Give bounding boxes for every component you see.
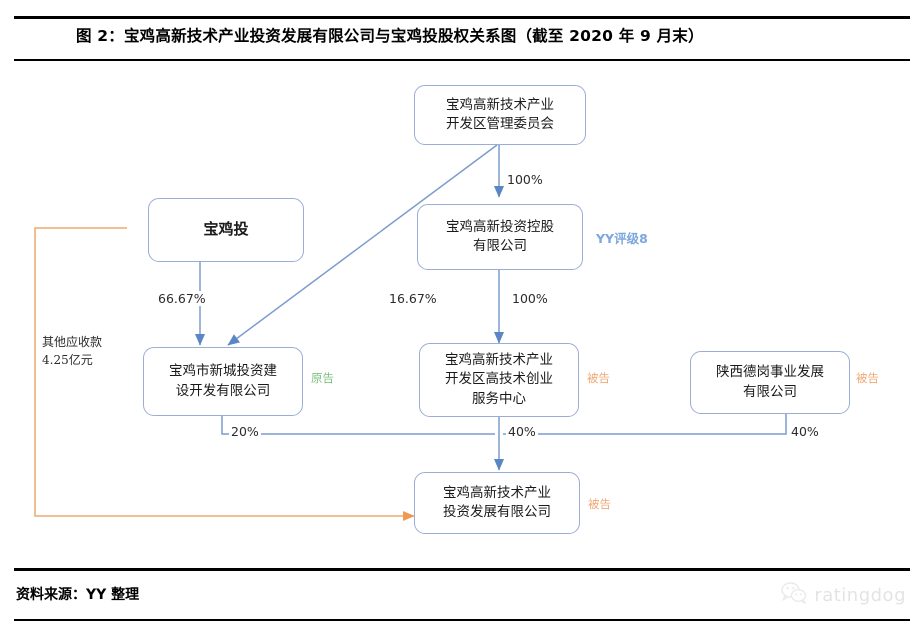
page-title: 图 2：宝鸡高新技术产业投资发展有限公司与宝鸡投股权关系图（截至 2020 年 … [76,27,704,45]
rating-label-yy: YY评级8 [596,231,648,246]
footer-rule-bottom [14,619,910,621]
tag-defendant-degang: 被告 [856,371,879,385]
node-label: 宝鸡投 [203,220,249,239]
watermark: ratingdog [781,582,906,609]
node-gaoxin-committee[interactable]: 宝鸡高新技术产业 开发区管理委员会 [414,85,586,145]
footer-rule-top [14,568,910,571]
node-degang[interactable]: 陕西德岗事业发展 有限公司 [690,351,850,414]
node-tech-startup-service-center[interactable]: 宝鸡高新技术产业 开发区高技术创业 服务中心 [419,343,579,417]
edge-committee-to-xincheng [227,144,498,346]
node-xincheng-investment[interactable]: 宝鸡市新城投资建 设开发有限公司 [143,347,303,416]
tag-defendant-target: 被告 [588,497,611,511]
wechat-icon [781,582,807,609]
title-rule-top [14,16,910,19]
source-note: 资料来源：YY 整理 [16,587,140,603]
edge-degang-to-target [503,414,787,435]
node-label: 宝鸡高新技术产业 投资发展有限公司 [443,484,551,520]
node-label: 宝鸡高新投资控股 有限公司 [446,218,554,254]
node-gaoxin-holding[interactable]: 宝鸡高新投资控股 有限公司 [417,204,583,270]
node-target-investment-dev[interactable]: 宝鸡高新技术产业 投资发展有限公司 [414,472,580,534]
edge-label-degang-target: 40% [789,424,821,439]
edge-receivable-baojitou-to-target [34,227,415,522]
node-label: 宝鸡高新技术产业 开发区管理委员会 [446,96,554,132]
watermark-text: ratingdog [814,585,906,606]
tag-defendant-service-center: 被告 [587,371,610,385]
tag-plaintiff-xincheng: 原告 [311,371,334,385]
edge-label-center-target: 40% [506,424,538,439]
node-label: 宝鸡高新技术产业 开发区高技术创业 服务中心 [445,352,553,407]
edge-label-xincheng-target: 20% [229,424,261,439]
node-label: 陕西德岗事业发展 有限公司 [716,364,824,400]
edge-label-committee-holding: 100% [505,172,545,187]
edge-label-baojitou-xincheng: 66.67% [156,291,208,306]
title-rule-bottom [14,59,910,61]
edge-xincheng-to-target [221,416,495,435]
edge-label-committee-xincheng: 16.67% [387,291,439,306]
node-baojitou[interactable]: 宝鸡投 [148,198,304,262]
ownership-diagram: 宝鸡高新技术产业 开发区管理委员会 宝鸡投 宝鸡高新投资控股 有限公司 YY评级… [0,62,924,568]
node-label: 宝鸡市新城投资建 设开发有限公司 [169,363,277,399]
edge-label-holding-center: 100% [510,291,550,306]
side-note-other-receivables: 其他应收款 4.25亿元 [42,335,103,367]
diagram-connectors [34,144,787,522]
